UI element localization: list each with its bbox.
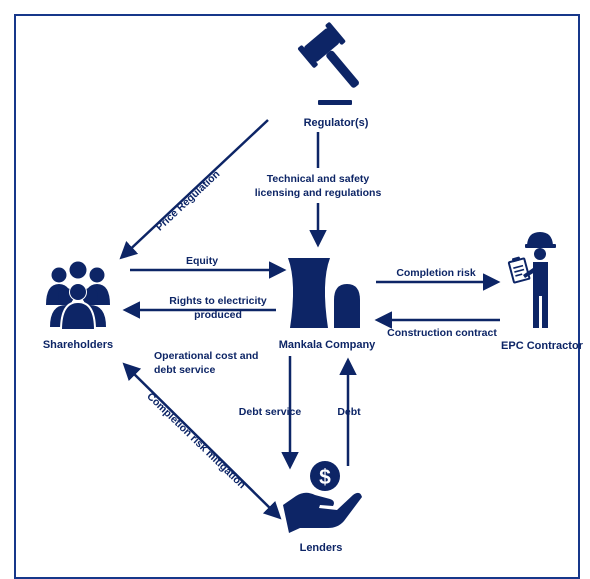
svg-text:$: $ <box>319 466 331 489</box>
construction-contract-label: Construction contract <box>387 327 497 339</box>
operational-label-line1: Operational cost and <box>154 350 258 362</box>
technical-label-line2: licensing and regulations <box>255 187 382 199</box>
gavel-icon <box>298 22 359 105</box>
rights-label-line1: Rights to electricity <box>169 295 267 307</box>
company-label: Mankala Company <box>279 339 376 351</box>
price-regulation-label: Price Regulation <box>154 168 223 233</box>
hand-with-coin-icon: $ <box>283 461 362 533</box>
price-regulation-arrow <box>119 119 269 260</box>
completion-risk-mitigation-arrow <box>122 362 282 520</box>
rights-label-line2: produced <box>194 309 242 321</box>
technical-label-line1: Technical and safety <box>267 173 370 185</box>
completion-risk-mitigation-label: Completion risk mitigation <box>144 391 248 492</box>
people-group-icon <box>46 261 110 331</box>
equity-label: Equity <box>186 255 218 267</box>
worker-with-clipboard-icon <box>507 232 556 328</box>
debt-service-label: Debt service <box>239 406 302 418</box>
shareholders-label: Shareholders <box>43 339 113 351</box>
contractor-label: EPC Contractor <box>501 340 584 352</box>
nuclear-plant-icon <box>288 258 360 328</box>
debt-label: Debt <box>337 406 361 418</box>
lenders-label: Lenders <box>300 542 343 554</box>
regulator-label: Regulator(s) <box>304 117 369 129</box>
completion-risk-label: Completion risk <box>396 267 476 279</box>
operational-label-line2: debt service <box>154 364 215 376</box>
